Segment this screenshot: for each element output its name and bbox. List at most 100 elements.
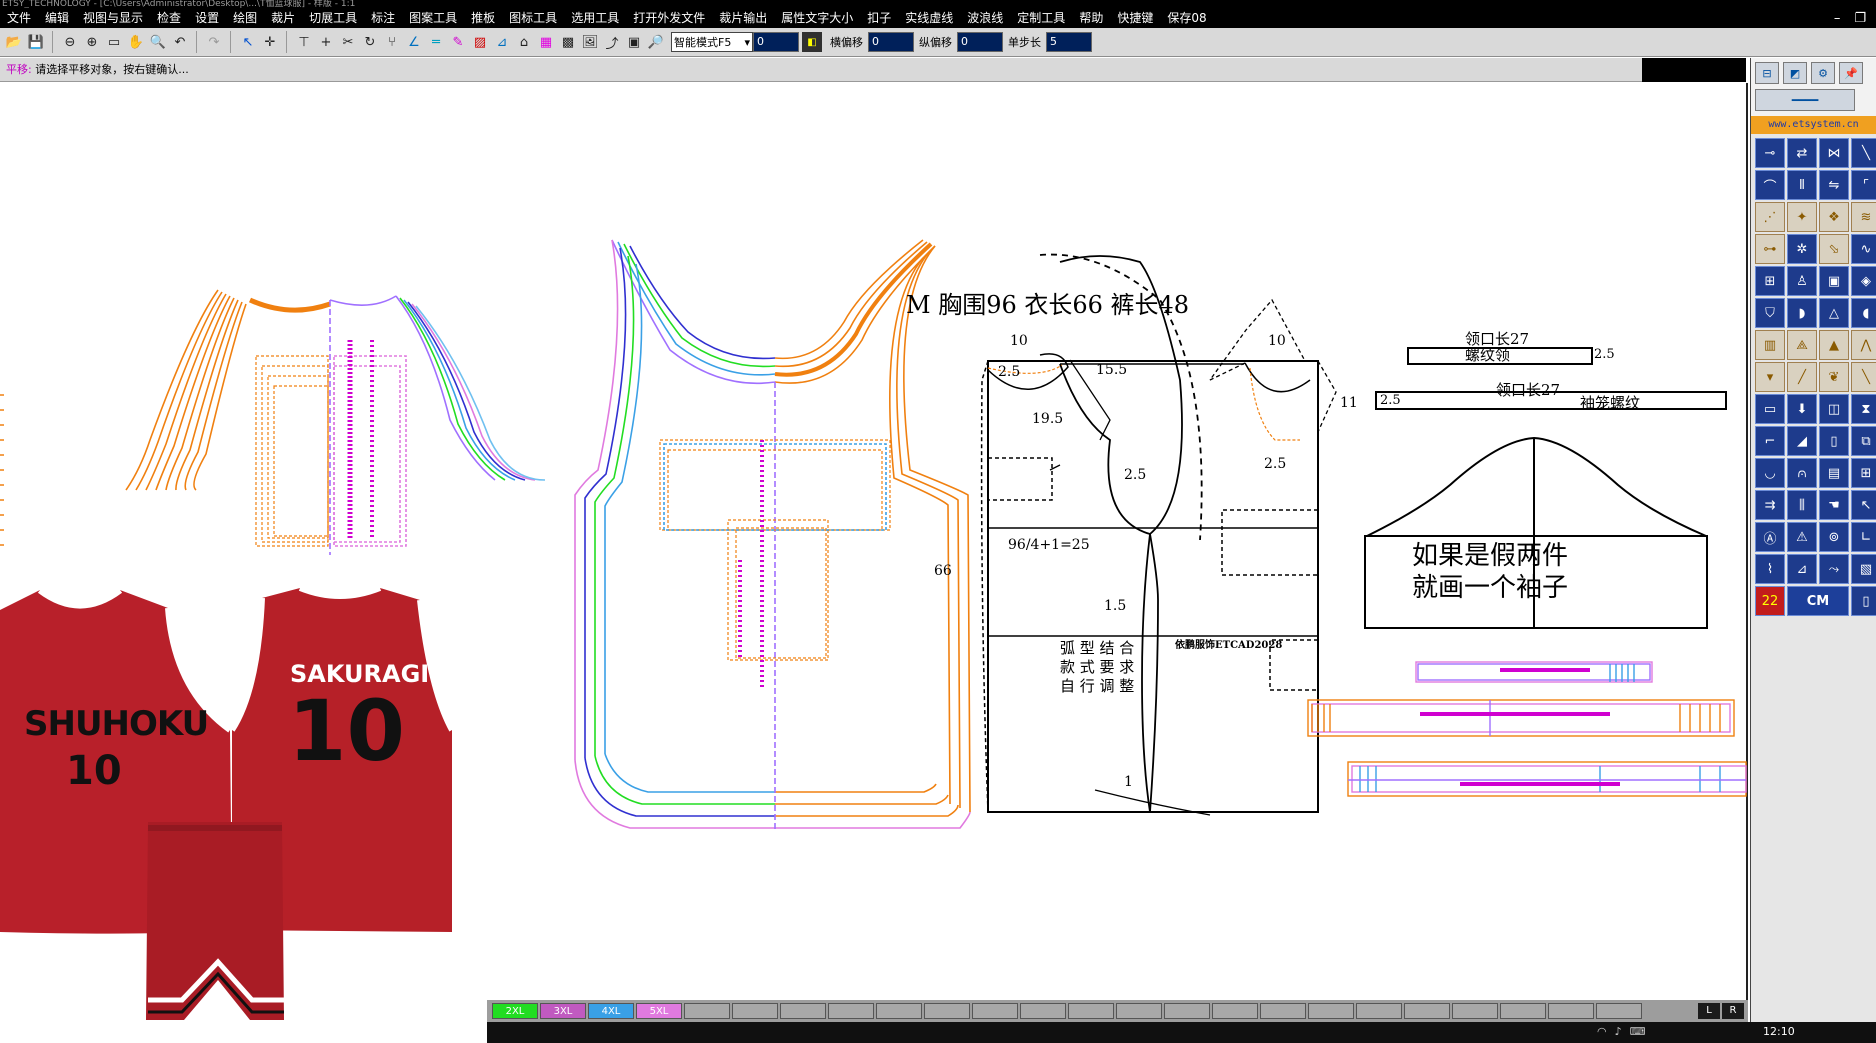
pen-icon[interactable]: ✎	[452, 34, 464, 50]
zoom-window-icon[interactable]: ▭	[107, 34, 121, 50]
size-slot[interactable]	[1212, 1003, 1258, 1019]
measure-tape-icon[interactable]: ⊟	[1755, 62, 1779, 84]
move-point-icon[interactable]: ✛	[264, 34, 276, 50]
triangle-a-icon[interactable]: ⚠	[1787, 522, 1817, 552]
mask-icon[interactable]: ◫	[1819, 394, 1849, 424]
minimize-icon[interactable]: –	[1833, 10, 1841, 26]
shirt-icon[interactable]: ⛉	[1755, 298, 1785, 328]
value-field[interactable]: 0	[753, 32, 799, 52]
restore-icon[interactable]: ❐	[1854, 10, 1866, 26]
frame-icon[interactable]: ▣	[627, 34, 641, 50]
color-palette-icon[interactable]: ▦	[539, 34, 553, 50]
monitor-icon[interactable]: ▭	[1755, 394, 1785, 424]
size-slot[interactable]	[924, 1003, 970, 1019]
size-slot[interactable]	[972, 1003, 1018, 1019]
cap-icon[interactable]: ◖	[1851, 298, 1876, 328]
system-tray-icons[interactable]: ◠♪⌨	[1597, 1025, 1654, 1038]
size-slot[interactable]	[780, 1003, 826, 1019]
sewing-machine-icon[interactable]: ⊞	[1755, 266, 1785, 296]
menu-pieces[interactable]: 裁片	[271, 11, 296, 25]
size-slot[interactable]	[1164, 1003, 1210, 1019]
menu-icon-tools[interactable]: 图标工具	[509, 11, 558, 25]
panel-icon[interactable]: ▤	[1819, 458, 1849, 488]
square-frame-icon[interactable]: ▣	[1819, 266, 1849, 296]
dart-fold-icon[interactable]: ⟁	[1787, 330, 1817, 360]
menu-settings[interactable]: 设置	[195, 11, 220, 25]
size-slot[interactable]	[1068, 1003, 1114, 1019]
zoom-in-icon[interactable]: ⊕	[86, 34, 98, 50]
save-icon[interactable]: 💾	[27, 34, 45, 50]
size-slot[interactable]	[1596, 1003, 1642, 1019]
menu-grading[interactable]: 推板	[471, 11, 496, 25]
badge-22[interactable]: 22	[1755, 586, 1785, 616]
hatch-fill-icon[interactable]: ▧	[1851, 554, 1876, 584]
menu-wavy-line[interactable]: 波浪线	[967, 11, 1004, 25]
menu-help[interactable]: 帮助	[1079, 11, 1104, 25]
ruler-icon[interactable]: ━━━━	[1755, 89, 1855, 111]
tape-icon[interactable]: ⊚	[1819, 522, 1849, 552]
scatter-icon[interactable]: ✲	[1787, 234, 1817, 264]
rotate-icon[interactable]: ↻	[364, 34, 376, 50]
notch-icon[interactable]: ✦	[1787, 202, 1817, 232]
menu-piece-output[interactable]: 裁片输出	[719, 11, 768, 25]
drill-hole-icon[interactable]: ⊶	[1755, 234, 1785, 264]
zoom-fit-icon[interactable]: 🔍	[149, 34, 167, 50]
lock-icon[interactable]: ◈	[1851, 266, 1876, 296]
size-slot[interactable]	[1260, 1003, 1306, 1019]
angle-icon[interactable]: ∠	[408, 34, 420, 50]
size-slot[interactable]	[876, 1003, 922, 1019]
circle-a-icon[interactable]: Ⓐ	[1755, 522, 1785, 552]
menu-draw[interactable]: 绘图	[233, 11, 258, 25]
menu-select-tools[interactable]: 选用工具	[571, 11, 620, 25]
v-offset-field[interactable]: 0	[957, 32, 1003, 52]
drill-icon[interactable]: ⊸	[1755, 138, 1785, 168]
measure-icon[interactable]: ⊿	[496, 34, 508, 50]
point-icon[interactable]: ▾	[1755, 362, 1785, 392]
size-slot[interactable]	[1356, 1003, 1402, 1019]
menu-open-external[interactable]: 打开外发文件	[633, 11, 706, 25]
menu-view[interactable]: 视图与显示	[83, 11, 144, 25]
feather-icon[interactable]: ❦	[1819, 362, 1849, 392]
route-icon[interactable]: ⤳	[1819, 554, 1849, 584]
size-3xl[interactable]: 3XL	[540, 1003, 586, 1019]
scissors-icon[interactable]: ✂	[342, 34, 354, 50]
curve-slash-icon[interactable]: ╲	[1851, 138, 1876, 168]
zoom-out-icon[interactable]: ⊖	[64, 34, 76, 50]
menu-text-size[interactable]: 属性文字大小	[781, 11, 854, 25]
grid-fill-icon[interactable]: ▩	[561, 34, 575, 50]
pattern-drawing[interactable]	[0, 83, 1748, 1000]
wave-icon[interactable]: ∿	[1851, 234, 1876, 264]
redo-icon[interactable]: ↷	[208, 34, 220, 50]
size-4xl[interactable]: 4XL	[588, 1003, 634, 1019]
calculator-icon[interactable]: ◧	[802, 32, 822, 52]
color-chart-icon[interactable]: ◩	[1783, 62, 1807, 84]
h-offset-field[interactable]: 0	[868, 32, 914, 52]
undo-icon[interactable]: ↶	[174, 34, 186, 50]
book-icon[interactable]: ▯	[1851, 586, 1876, 616]
select-arrow-icon[interactable]: ↖	[242, 34, 254, 50]
grid-icon[interactable]: ⊞	[1851, 458, 1876, 488]
menu-file[interactable]: 文件	[7, 11, 32, 25]
parallel-lines-icon[interactable]: ═	[432, 34, 440, 50]
open-icon[interactable]: 📂	[5, 34, 23, 50]
menu-buttons[interactable]: 扣子	[867, 11, 892, 25]
mannequin-icon[interactable]: ♙	[1787, 266, 1817, 296]
pin-icon[interactable]: 📌	[1839, 62, 1863, 84]
pants-icon[interactable]: ⩀	[1787, 458, 1817, 488]
menu-line-style[interactable]: 实线虚线	[905, 11, 954, 25]
export-icon[interactable]: ⤴	[605, 36, 619, 52]
size-slot[interactable]	[1404, 1003, 1450, 1019]
hand-tool-icon[interactable]: ☚	[1819, 490, 1849, 520]
size-slot[interactable]	[828, 1003, 874, 1019]
hourglass-icon[interactable]: ⧗	[1851, 394, 1876, 424]
pan-hand-icon[interactable]: ✋	[127, 34, 145, 50]
size-slot[interactable]	[684, 1003, 730, 1019]
zigzag-icon[interactable]: ≋	[1851, 202, 1876, 232]
size-slot[interactable]	[1452, 1003, 1498, 1019]
slash-diag-icon[interactable]: ╱	[1787, 362, 1817, 392]
search-icon[interactable]: 🔎	[647, 34, 665, 50]
diag-line-icon[interactable]: ╲	[1851, 362, 1876, 392]
size-slot[interactable]	[1020, 1003, 1066, 1019]
menu-save08[interactable]: 保存08	[1167, 11, 1207, 25]
size-5xl[interactable]: 5XL	[636, 1003, 682, 1019]
